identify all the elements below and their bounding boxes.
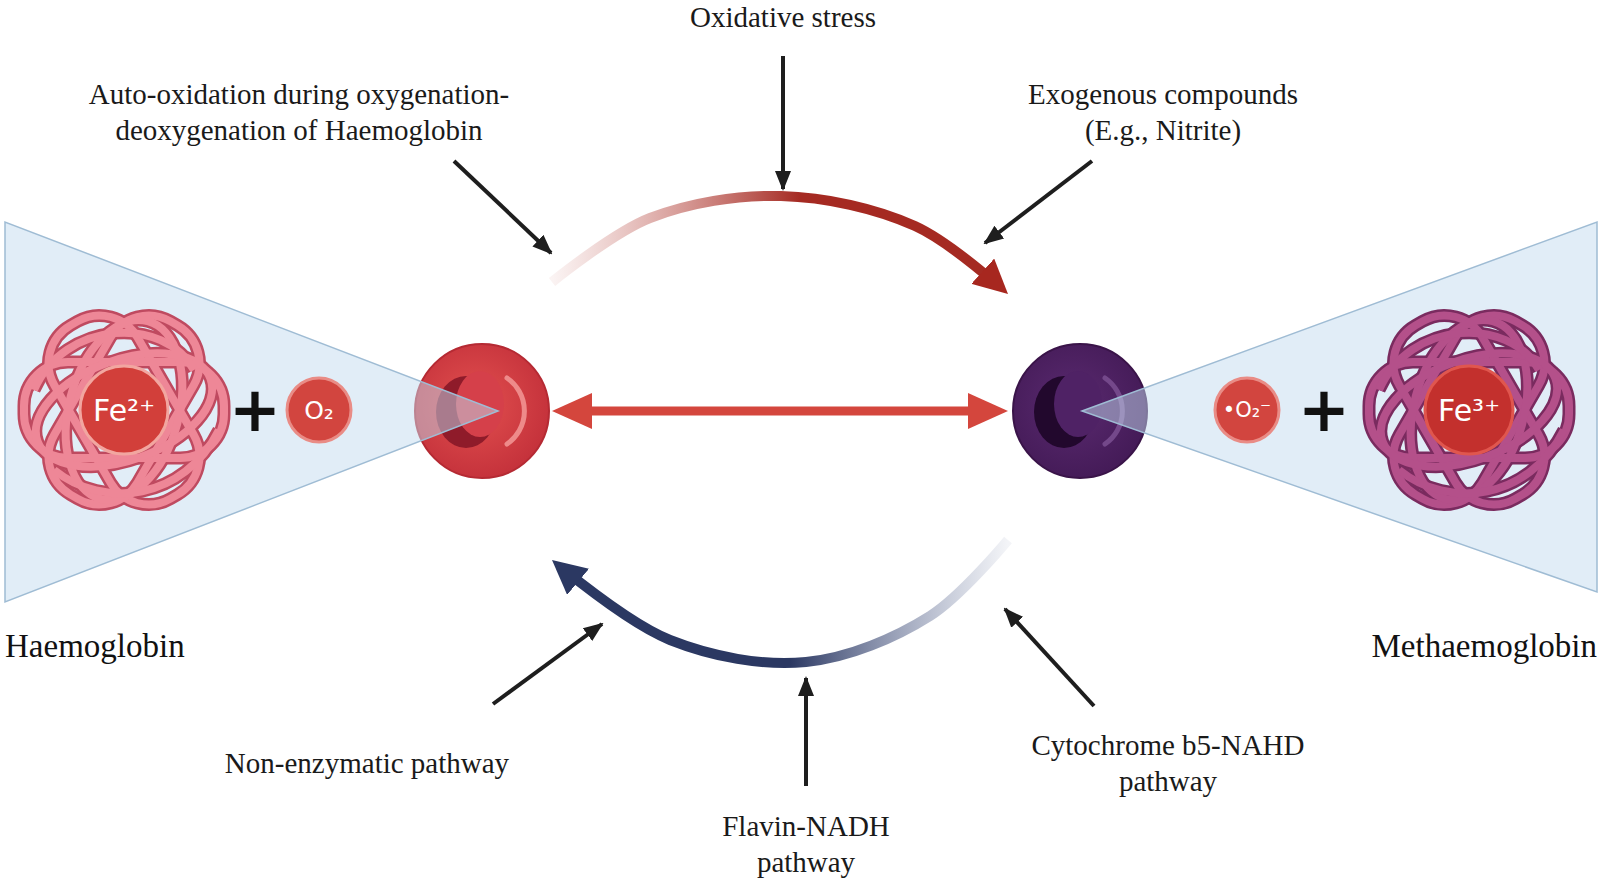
panel-title: Haemoglobin bbox=[5, 626, 185, 666]
equilibrium-arrow bbox=[552, 407, 1008, 416]
chemical-symbol: Fe²⁺ bbox=[78, 364, 170, 456]
leader-arrow bbox=[1005, 609, 1094, 706]
leader-arrow bbox=[985, 161, 1092, 243]
leader-arrow bbox=[781, 56, 785, 189]
zoom-cone bbox=[1082, 222, 1597, 592]
leader-arrow bbox=[454, 161, 551, 253]
haemoglobin-panel: Haemoglobin Fe²⁺ O₂ bbox=[0, 222, 552, 672]
cause-label: Oxidative stress bbox=[633, 0, 933, 35]
leader-arrow bbox=[493, 624, 602, 704]
pathway-label: Cytochrome b5-NAHD pathway bbox=[1003, 727, 1333, 799]
leader-arrows bbox=[454, 56, 1094, 786]
cause-label: Exogenous compounds (E.g., Nitrite) bbox=[998, 76, 1328, 148]
methaemoglobin-panel: Methaemoglobin •O₂⁻ Fe³⁺ bbox=[1008, 222, 1600, 672]
pathway-label: Non-enzymatic pathway bbox=[167, 745, 567, 781]
leader-arrow bbox=[804, 678, 808, 786]
zoom-cone bbox=[5, 222, 498, 602]
pathway-label: Flavin-NADH pathway bbox=[701, 808, 911, 880]
cell-highlight bbox=[507, 378, 524, 444]
cone-outline bbox=[1008, 222, 1600, 672]
iron-ion-circle: Fe²⁺ bbox=[78, 364, 170, 456]
chemical-symbol: Fe³⁺ bbox=[1423, 364, 1515, 456]
reduction-arrow bbox=[552, 540, 1008, 663]
superoxide-circle: •O₂⁻ bbox=[1213, 376, 1281, 444]
oxidation-arrow bbox=[552, 196, 1008, 294]
cell-crescent-cover bbox=[1054, 371, 1102, 437]
oxygen-circle: O₂ bbox=[285, 376, 353, 444]
cone-outline bbox=[0, 222, 552, 672]
cause-label: Auto-oxidation during oxygenation-deoxyg… bbox=[49, 76, 549, 148]
iron-ion-circle: Fe³⁺ bbox=[1423, 364, 1515, 456]
edge-layer bbox=[552, 196, 1008, 663]
chemical-symbol: •O₂⁻ bbox=[1213, 376, 1281, 444]
panel-title: Methaemoglobin bbox=[1372, 626, 1597, 666]
chemical-symbol: O₂ bbox=[285, 376, 353, 444]
